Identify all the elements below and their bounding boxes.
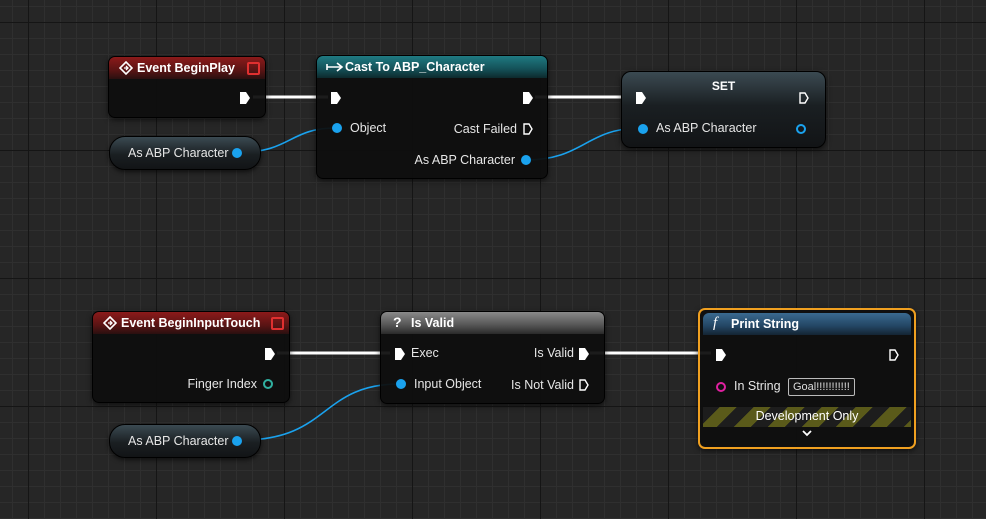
cast-failed-label: Cast Failed [453,122,517,136]
development-only-banner [703,407,911,427]
variable-label: As ABP Character [128,434,229,448]
chevron-down-icon[interactable] [802,430,812,437]
node-title: SET [711,79,736,93]
node-title: Event BeginInputTouch [121,316,261,330]
input-object-label: Input Object [414,377,482,391]
node-header: Event BeginInputTouch [93,312,289,334]
is-valid-node[interactable]: Is Valid ? Exec Is Valid Input Object Is… [380,311,605,404]
as-abp-character-label: As ABP Character [414,153,515,167]
exec-out-pin[interactable] [799,92,809,104]
is-not-valid-label: Is Not Valid [511,378,574,392]
exec-out-pin[interactable] [240,92,250,104]
node-header: Cast To ABP_Character [317,56,547,78]
in-string-input[interactable]: Goal!!!!!!!!!!! [788,378,855,396]
node-header: Print String [703,313,911,335]
finger-index-pin[interactable] [263,379,273,389]
exec-in-pin[interactable] [716,349,726,361]
node-title: Cast To ABP_Character [345,60,485,74]
print-string-node[interactable]: Print String f In String Goal!!!!!!!!!!!… [698,308,916,449]
set-node[interactable]: SET As ABP Character [621,71,826,148]
cast-failed-pin[interactable] [523,123,533,135]
in-string-label: In String [734,379,781,393]
node-title: Print String [731,317,800,331]
variable-output-pin[interactable] [232,148,242,158]
exec-out-pin[interactable] [523,92,533,104]
node-title: Is Valid [411,316,455,330]
object-input-pin[interactable] [332,123,342,133]
exec-label: Exec [411,346,439,360]
node-header: Event BeginPlay [109,57,265,79]
exec-out-pin[interactable] [889,349,899,361]
question-mark-icon: ? [393,314,402,330]
as-abp-character-output-pin[interactable] [796,124,806,134]
as-abp-character-output-pin[interactable] [521,155,531,165]
is-valid-exec-pin[interactable] [579,348,589,360]
exec-out-pin[interactable] [265,348,275,360]
is-valid-label: Is Valid [533,346,574,360]
variable-output-pin[interactable] [232,436,242,446]
cast-to-node[interactable]: Cast To ABP_Character Object Cast Failed… [316,55,548,179]
variable-get-node[interactable]: As ABP Character [109,424,261,458]
in-string-pin[interactable] [716,382,726,392]
function-f-icon: f [713,315,718,331]
object-wire [241,383,401,441]
event-diamond-icon [103,316,117,330]
exec-in-pin[interactable] [331,92,341,104]
node-header: Is Valid [381,312,604,334]
event-diamond-icon [119,61,133,75]
object-label: Object [350,121,387,135]
as-abp-character-label: As ABP Character [656,121,757,135]
variable-get-node[interactable]: As ABP Character [109,136,261,170]
finger-index-label: Finger Index [187,377,257,391]
is-not-valid-exec-pin[interactable] [579,379,589,391]
exec-in-pin[interactable] [395,348,405,360]
node-title: Event BeginPlay [137,61,235,75]
cast-arrow-icon [326,62,344,72]
stop-square-icon[interactable] [271,317,284,330]
event-begin-input-touch-node[interactable]: Event BeginInputTouch Finger Index [92,311,290,403]
as-abp-character-input-pin[interactable] [638,124,648,134]
exec-in-pin[interactable] [636,92,646,104]
input-object-pin[interactable] [396,379,406,389]
development-only-label: Development Only [755,409,859,423]
event-begin-play-node[interactable]: Event BeginPlay [108,56,266,118]
variable-label: As ABP Character [128,146,229,160]
stop-square-icon[interactable] [247,62,260,75]
